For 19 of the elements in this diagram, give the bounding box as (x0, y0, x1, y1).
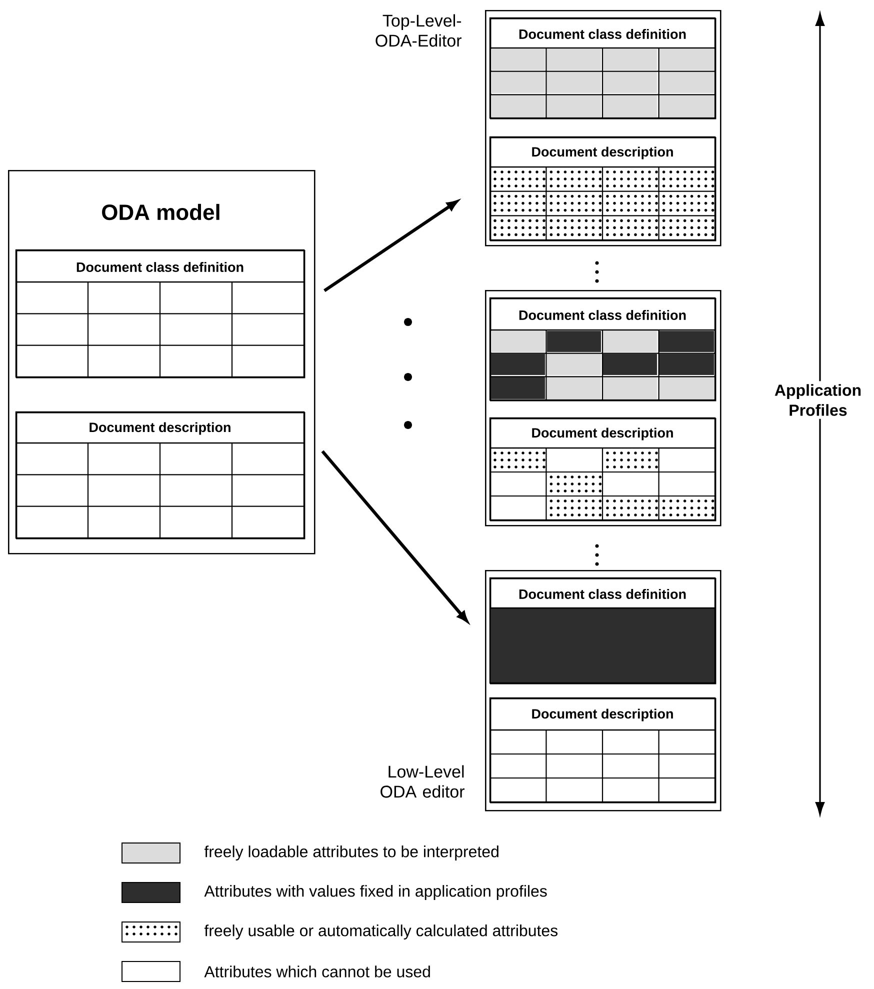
panel-box (485, 10, 722, 246)
table-header: Document class definition (76, 262, 244, 272)
table-header: Document class definition (519, 29, 686, 39)
table-header: Document class definition (519, 310, 686, 320)
table-header: Document class definition (519, 589, 686, 599)
table-header: Document description (532, 146, 673, 160)
panel-title: ODA model (102, 204, 220, 220)
editor-level-label: Top-Level- ODA-Editor (376, 14, 462, 47)
table-header: Document description (532, 708, 673, 722)
table-header: Document description (90, 422, 230, 435)
legend-text: freely loadable attributes to be interpreted (204, 846, 498, 860)
legend-text: Attributes with values fixed in application profiles (204, 885, 547, 900)
axis-label: Application Profiles (765, 381, 871, 419)
legend-text: freely usable or automatically calculated attributes (204, 924, 558, 940)
legend-text: Attributes which cannot be used (204, 966, 430, 978)
editor-level-label: Low-Level ODA editor (380, 765, 464, 798)
table-header: Document description (532, 428, 673, 440)
panel-box (485, 290, 722, 526)
panel-box (485, 570, 722, 812)
